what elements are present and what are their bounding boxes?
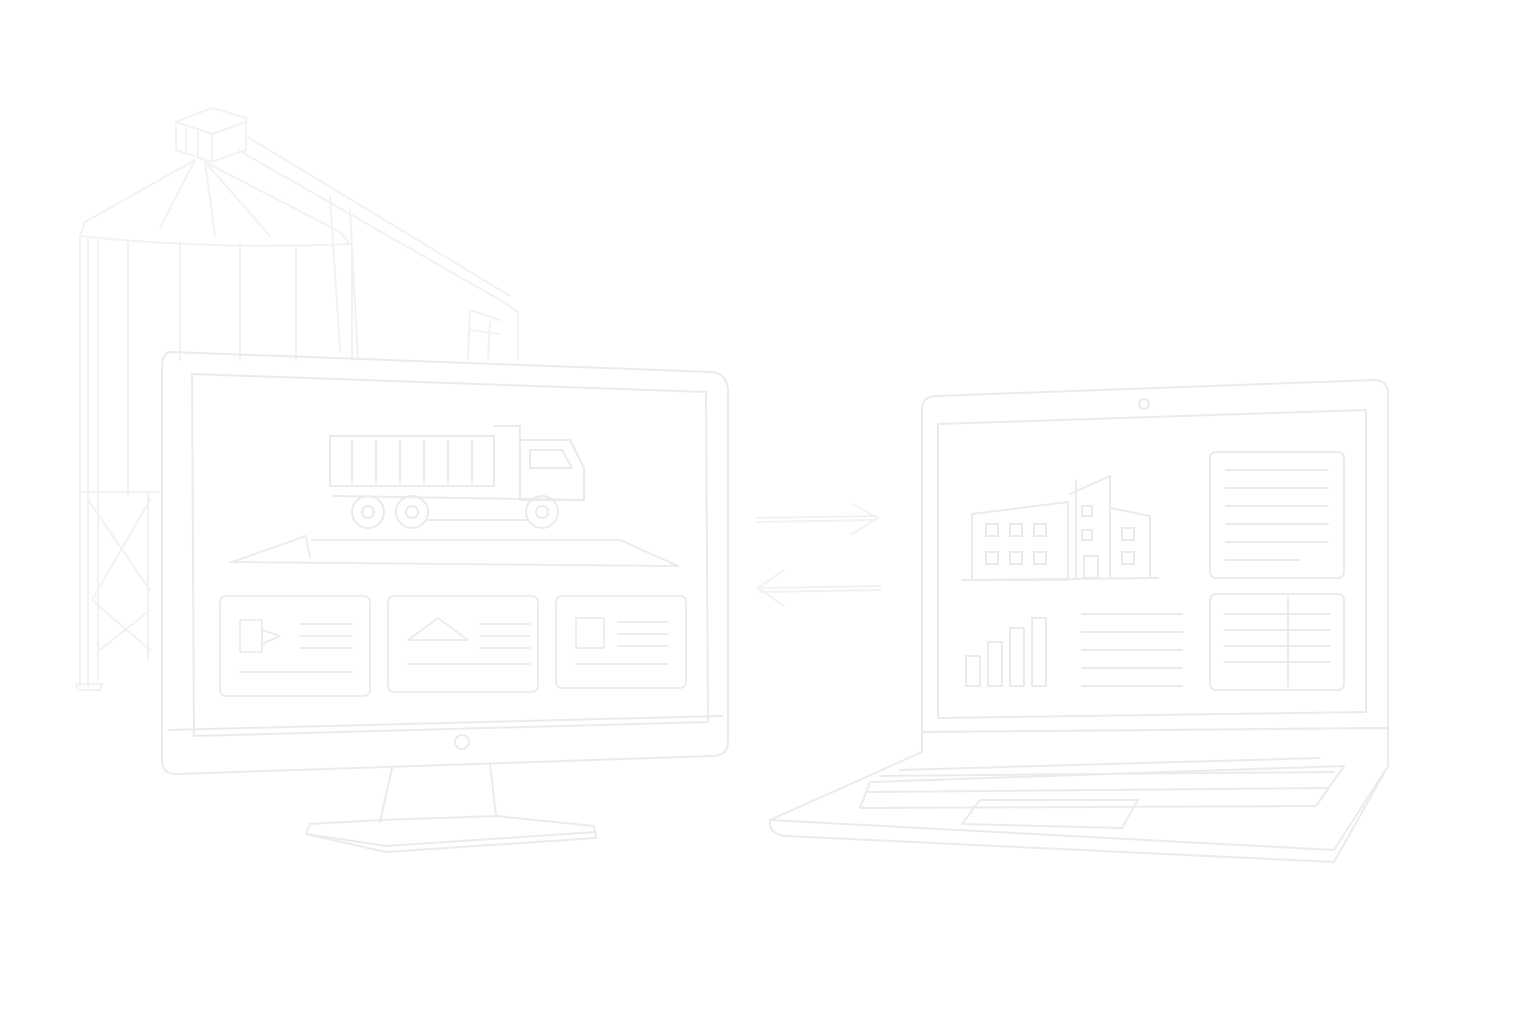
monitor-card-1 — [219, 595, 371, 697]
monitor-card-3 — [555, 595, 687, 689]
grain-silo-icon — [75, 107, 519, 691]
monitor-card-2 — [387, 595, 539, 693]
text-lines — [1081, 613, 1183, 687]
desktop-monitor-icon — [161, 351, 729, 853]
sync-arrows-icon — [755, 503, 881, 607]
laptop-icon — [768, 379, 1389, 863]
ground-line — [229, 535, 679, 567]
bar-chart-icon — [965, 617, 1047, 687]
office-building-icon — [961, 475, 1159, 581]
dump-truck-icon — [329, 425, 585, 529]
document-panel — [1209, 451, 1345, 579]
data-table-icon — [1209, 593, 1345, 691]
